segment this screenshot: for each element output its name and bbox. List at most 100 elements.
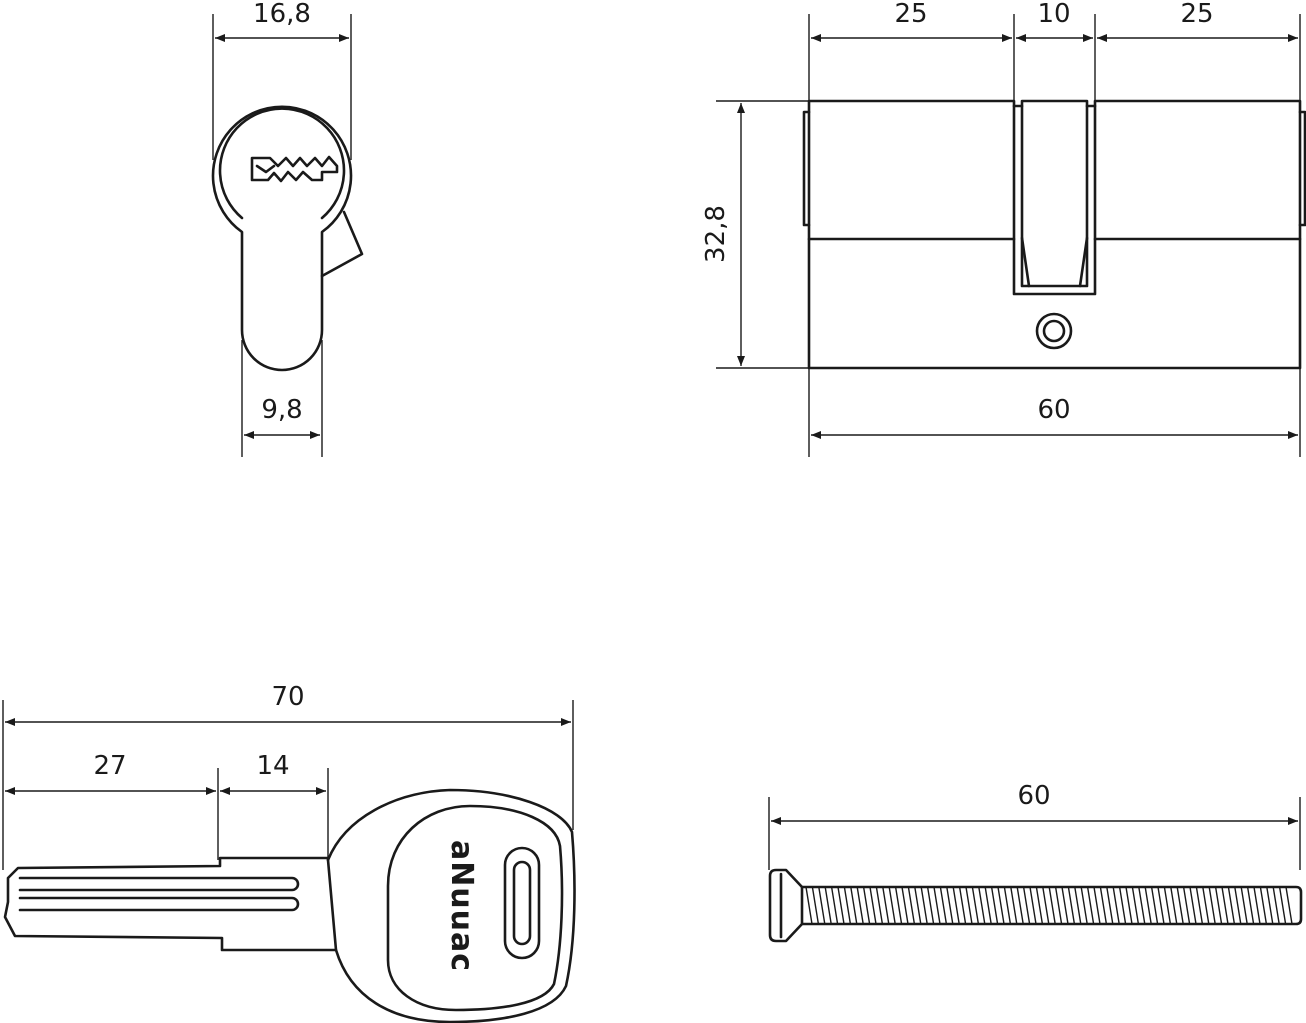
thread-line (958, 886, 967, 925)
key-brand-logo: aNuuac (444, 840, 479, 972)
thread-line (1042, 886, 1050, 925)
thread-line (907, 886, 916, 925)
dim-left: 25 (894, 0, 927, 29)
thread-line (1278, 886, 1287, 925)
screw-view: 60 (768, 781, 1303, 943)
thread-line (862, 886, 871, 925)
key-ring-hole (503, 846, 541, 960)
thread-line (1106, 886, 1114, 925)
thread-line (843, 886, 852, 925)
thread-line (1035, 886, 1044, 925)
keyway-slot (250, 155, 339, 183)
thread-line (952, 886, 960, 925)
thread-line (997, 886, 1005, 925)
dim-width-bottom: 9,8 (261, 395, 302, 425)
thread-line (875, 886, 884, 925)
thread-line (946, 886, 954, 925)
thread-line (1112, 886, 1120, 925)
dim-total: 60 (1037, 395, 1070, 425)
thread-line (926, 886, 935, 925)
cam-slot-inner (1020, 104, 1089, 288)
thread-line (978, 886, 986, 925)
key-view: 70 27 14 aNuuac (2, 682, 576, 1023)
thread-line (1138, 886, 1146, 925)
thread-line (1054, 886, 1063, 925)
screw-hole-inner (1042, 319, 1066, 343)
key-head-inner (386, 804, 564, 1012)
end-rim-right (1298, 110, 1306, 227)
thread-line (1150, 886, 1159, 925)
thread-line (1285, 886, 1293, 925)
thread-line (1189, 886, 1197, 925)
thread-line (1125, 886, 1133, 925)
thread-line (1022, 886, 1031, 925)
cylinder-inner-ring (218, 107, 346, 220)
keyway-ward (255, 164, 276, 174)
cylinder-body (807, 99, 1302, 370)
thread-line (1048, 886, 1056, 925)
thread-line (1202, 886, 1210, 925)
thread-line (914, 886, 922, 925)
end-rim-left (802, 110, 811, 227)
thread-line (1003, 886, 1012, 925)
thread-line (971, 886, 980, 925)
thread-line (1093, 886, 1101, 925)
thread-line (1221, 886, 1229, 925)
thread-line (811, 886, 820, 925)
thread-line (1253, 886, 1261, 925)
thread-line (818, 886, 826, 925)
cam-slot (1012, 104, 1097, 296)
thread-line (1010, 886, 1018, 925)
dim-key-blade: 27 (93, 751, 126, 781)
thread-line (894, 886, 903, 925)
screw-head (768, 868, 804, 943)
thread-line (939, 886, 948, 925)
thread-line (888, 886, 896, 925)
thread-line (1266, 886, 1274, 925)
thread-line (1086, 886, 1095, 925)
thread-line (984, 886, 992, 925)
thread-line (882, 886, 890, 925)
thread-line (1182, 886, 1191, 925)
cam-edges (1020, 236, 1089, 288)
thread-line (1259, 886, 1268, 925)
key-groove-bottom (18, 896, 300, 912)
cylinder-outer-profile (211, 105, 353, 372)
thread-line (1118, 886, 1127, 925)
thread-line (1227, 886, 1236, 925)
thread-line (1176, 886, 1184, 925)
screw-threads (805, 886, 1293, 925)
thread-line (1029, 886, 1037, 925)
dim-key-shoulder: 14 (256, 751, 289, 781)
dim-key-total: 70 (271, 682, 304, 712)
screw-hole (1035, 312, 1073, 350)
thread-line (1163, 886, 1172, 925)
cylinder-front-view: 16,8 9,8 (211, 0, 364, 457)
thread-line (1214, 886, 1223, 925)
thread-line (850, 886, 858, 925)
key-ring-hole-inner (512, 860, 532, 946)
thread-line (1144, 886, 1152, 925)
thread-line (1170, 886, 1178, 925)
thread-line (1061, 886, 1069, 925)
key-head (326, 788, 576, 1023)
thread-line (1099, 886, 1108, 925)
thread-line (1272, 886, 1280, 925)
thread-line (965, 886, 973, 925)
thread-line (1195, 886, 1204, 925)
thread-line (990, 886, 999, 925)
thread-line (869, 886, 877, 925)
thread-line (1208, 886, 1216, 925)
dim-width-top: 16,8 (253, 0, 311, 29)
thread-line (830, 886, 839, 925)
thread-line (805, 886, 813, 925)
thread-line (1067, 886, 1076, 925)
thread-line (1234, 886, 1242, 925)
dim-height: 32,8 (701, 205, 731, 263)
thread-line (1157, 886, 1165, 925)
thread-line (1080, 886, 1088, 925)
cylinder-side-view: 25 10 25 32,8 60 (701, 0, 1306, 457)
thread-line (1016, 886, 1024, 925)
screw-shaft (800, 885, 1303, 926)
